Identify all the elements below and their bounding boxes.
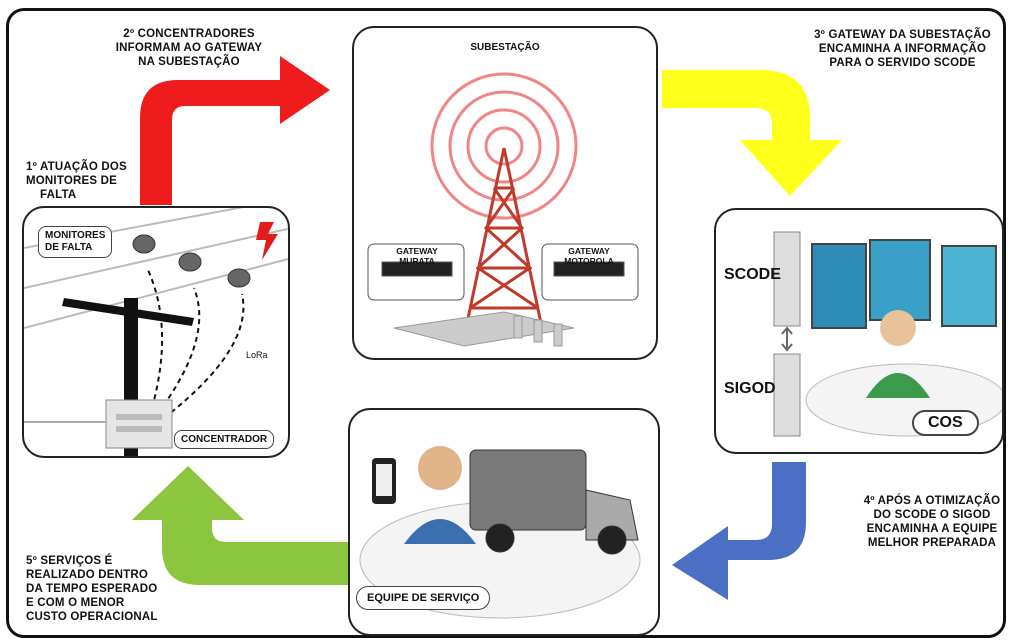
scode-server-icon [773,231,801,327]
substation-illustration [367,72,639,347]
concentrador-label: CONCENTRADOR [174,430,275,449]
cos-label: COS [912,410,979,436]
scode-label: SCODE [724,266,781,283]
cos-panel: SCODE SIGOD COS [714,208,1004,454]
sync-arrow-icon [781,326,793,352]
field-illustration [24,208,288,456]
service-team-panel: EQUIPE DE SERVIÇO [348,408,660,636]
substation-title: SUBESTAÇÃO [470,42,540,53]
service-team-label: EQUIPE DE SERVIÇO [356,586,491,610]
truck-icon [469,449,639,555]
smartphone-icon [372,458,396,504]
lightning-icon [256,222,278,260]
gateway-murata-device [367,243,465,301]
substation-equipment-icon [393,311,575,347]
operator-avatar-icon [866,310,930,398]
gateway-motorola-device [541,243,639,301]
technician-avatar-icon [404,446,476,544]
radio-waves-icon [430,72,578,220]
concentrator-device-icon [24,399,173,449]
sigod-label: SIGOD [724,380,776,397]
monitor-screen-icon [811,239,997,329]
sigod-server-icon [773,353,801,437]
lora-label: LoRa [246,350,268,360]
diagram-frame [6,8,1006,638]
tower-icon [464,147,544,329]
fault-monitor-icon [132,234,251,288]
